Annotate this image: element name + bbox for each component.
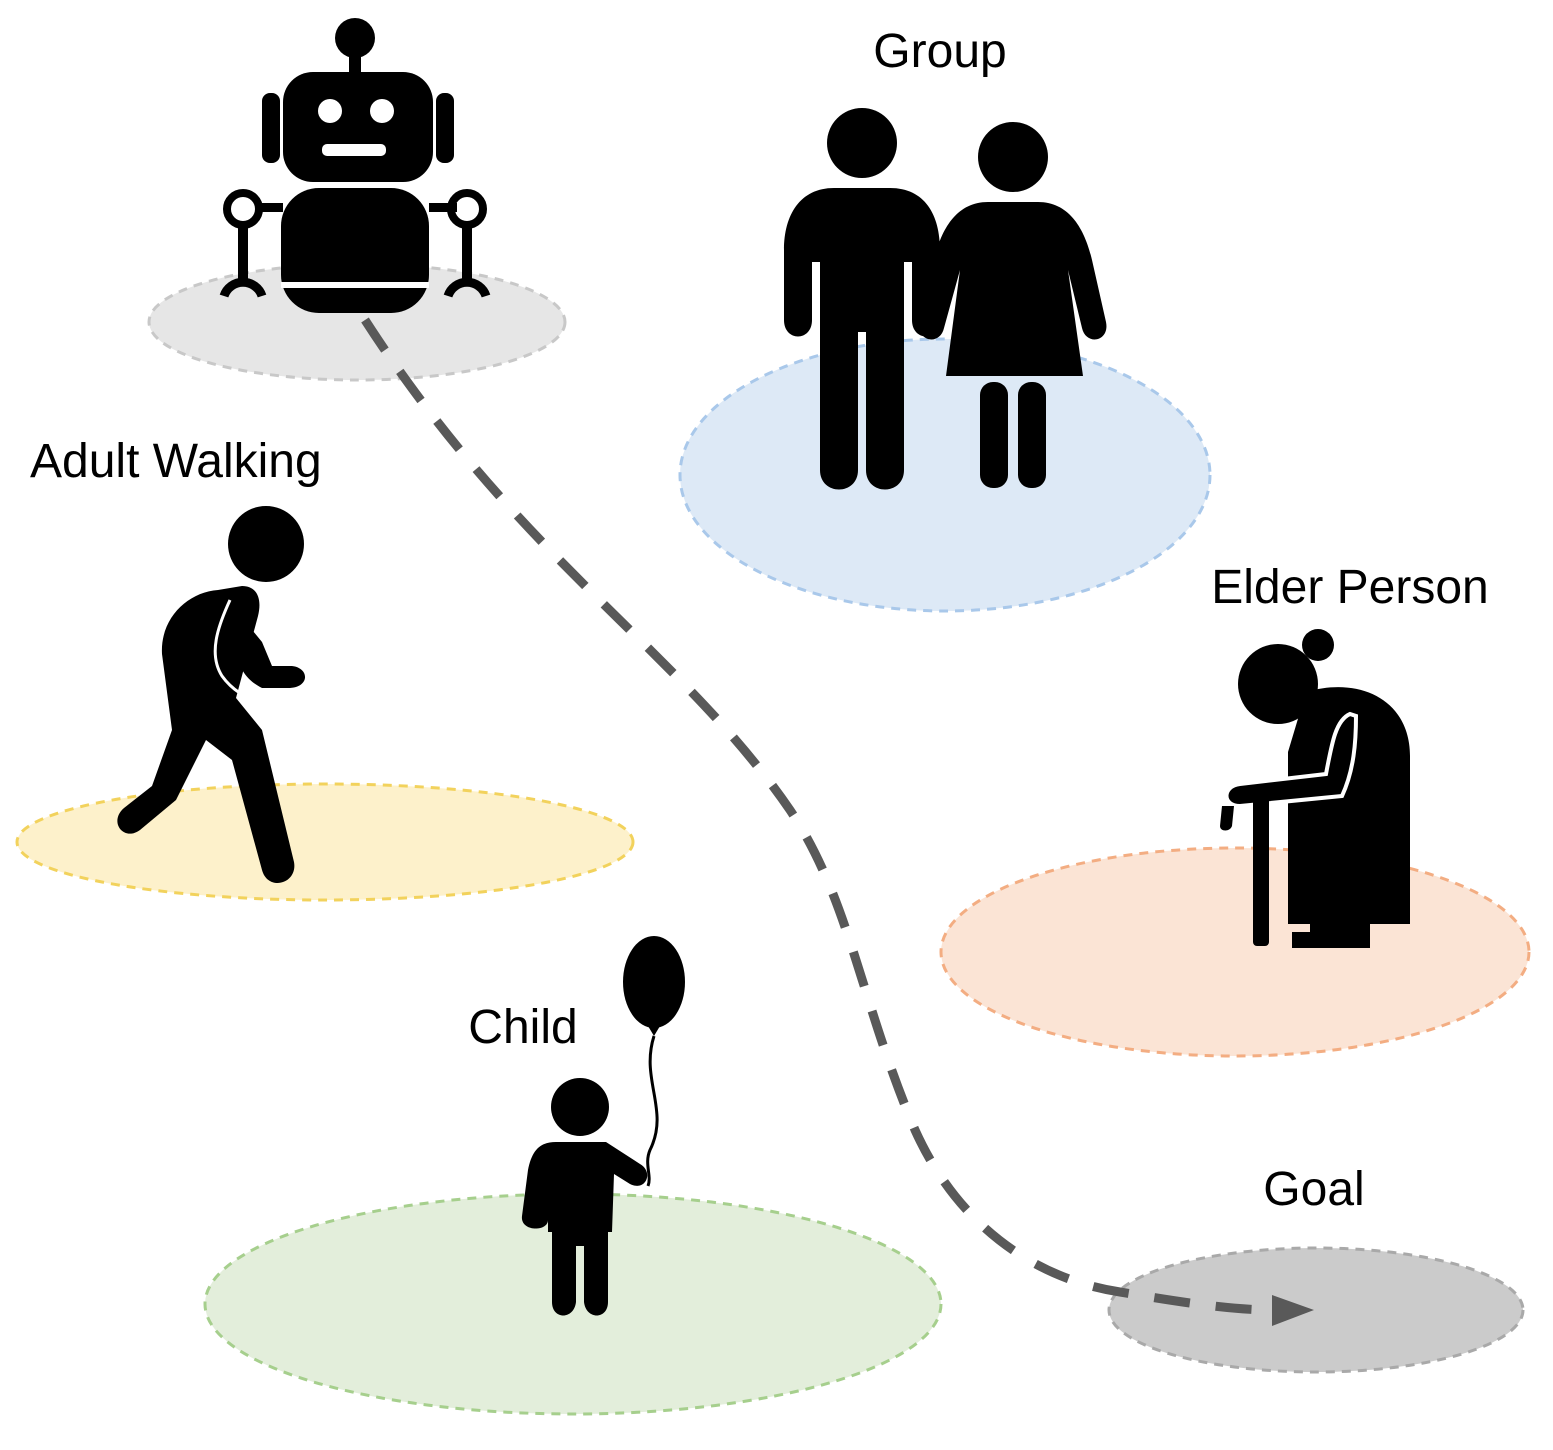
adult-walking-zone: [15, 782, 635, 902]
adult-walking-label: Adult Walking: [30, 435, 322, 488]
elder-person-label: Elder Person: [1211, 561, 1488, 614]
goal-zone: [1107, 1246, 1525, 1374]
robot-path: [361, 317, 1276, 1315]
child-label: Child: [468, 1001, 577, 1054]
arrow-right-icon: [1272, 1295, 1314, 1326]
elder-person-zone: [939, 846, 1531, 1058]
robot-icon: [219, 18, 491, 313]
couple-icon: [784, 108, 1107, 490]
group-zone: [678, 337, 1212, 613]
group-label: Group: [873, 25, 1006, 78]
walking-person-icon: [117, 506, 306, 884]
elder-with-cane-icon: [1220, 629, 1410, 948]
child-with-balloon-icon: [521, 936, 685, 1316]
goal-label: Goal: [1263, 1163, 1364, 1216]
